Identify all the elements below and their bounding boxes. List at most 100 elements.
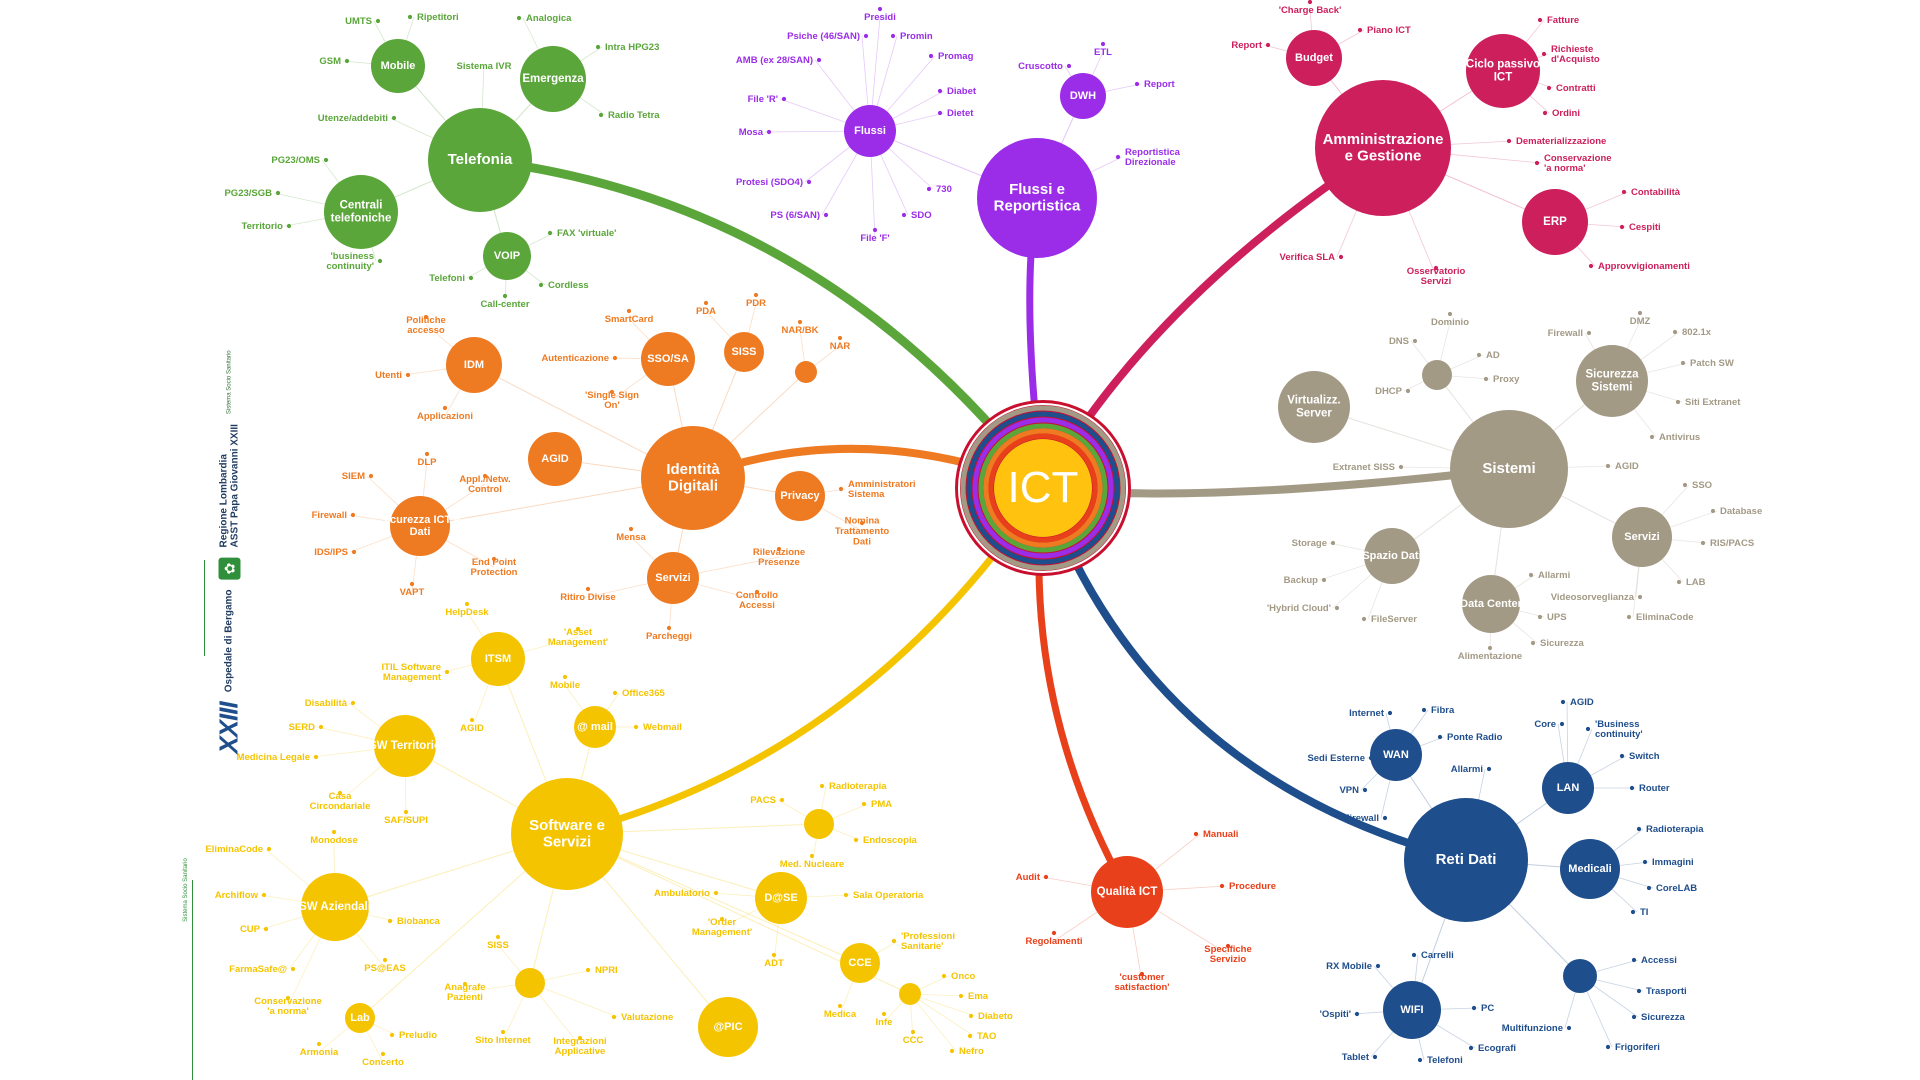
node-flussi-e-reportistica[interactable] xyxy=(977,138,1097,258)
leaf-dot-ripetitori xyxy=(407,14,413,20)
node-d-se[interactable] xyxy=(755,872,807,924)
leaf-ti: TI xyxy=(1640,907,1648,918)
hub-label: ICT xyxy=(1008,463,1079,512)
node-sistemi[interactable] xyxy=(1450,410,1568,528)
node-siss[interactable] xyxy=(724,332,764,372)
leaf-dot-switch xyxy=(1619,753,1625,759)
leaf-dot-cup xyxy=(263,926,269,932)
node-reti-dati[interactable] xyxy=(1404,798,1528,922)
leaf-radio-tetra: Radio Tetra xyxy=(608,110,660,121)
leaf-dot-pg23-sgb xyxy=(275,190,281,196)
node-identita-digitali[interactable] xyxy=(641,426,745,530)
leaf-dot-valutazione xyxy=(611,1014,617,1020)
leaf-firewall: Firewall xyxy=(1344,813,1379,824)
node-amministrazione-e-gestione[interactable] xyxy=(1315,80,1451,216)
node-erp[interactable] xyxy=(1522,189,1588,255)
node-software-e-servizi-sub-4[interactable] xyxy=(804,809,834,839)
leaf-dot-sso xyxy=(1682,482,1688,488)
node-data-center[interactable] xyxy=(1462,575,1520,633)
node-dwh[interactable] xyxy=(1060,73,1106,119)
leaf-sicurezza: Sicurezza xyxy=(1540,638,1585,649)
node-lab[interactable] xyxy=(345,1003,375,1033)
leaf-link-tao xyxy=(909,993,975,1037)
node-budget[interactable] xyxy=(1286,30,1342,86)
node-software-e-servizi-sub-7[interactable] xyxy=(899,983,921,1005)
leaf-charge-back: 'Charge Back' xyxy=(1279,5,1342,16)
leaf-dot-ambulatorio xyxy=(713,890,719,896)
leaf-pg23-sgb: PG23/SGB xyxy=(224,188,272,199)
node-cce[interactable] xyxy=(840,943,880,983)
hospital-logo: XXIII Ospedale di Bergamo ✿ Regione Lomb… xyxy=(184,350,274,753)
node-emergenza[interactable] xyxy=(520,46,586,112)
leaf-dot-anagrafe-pazienti xyxy=(462,981,468,987)
region-name: Regione Lombardia xyxy=(218,454,229,548)
leaf-dot-concerto xyxy=(380,1051,386,1057)
leaf-dot-file-f xyxy=(872,227,878,233)
leaf-core: Core xyxy=(1534,719,1556,730)
node-itsm[interactable] xyxy=(471,632,525,686)
node-sicurezza-ict-e-dati[interactable] xyxy=(390,496,450,556)
leaf-dot-radio-tetra xyxy=(598,112,604,118)
node-mobile[interactable] xyxy=(371,39,425,93)
node-sso-sa[interactable] xyxy=(641,332,695,386)
leaf-pc: PC xyxy=(1481,1003,1494,1014)
node-voip[interactable] xyxy=(483,232,531,280)
node-spazio-dati[interactable] xyxy=(1364,528,1420,584)
leaf-router: Router xyxy=(1639,783,1670,794)
leaf-radioterapia: Radioterapia xyxy=(1646,824,1704,835)
node-sistemi-sub-2[interactable] xyxy=(1422,360,1452,390)
node-pic[interactable] xyxy=(698,997,758,1057)
leaf-dot-intra-hpg23 xyxy=(595,44,601,50)
leaf-dot-single-sign-on xyxy=(609,389,615,395)
leaf-dot-autenticazione xyxy=(612,355,618,361)
node-medicali[interactable] xyxy=(1560,839,1620,899)
node-wifi[interactable] xyxy=(1383,981,1441,1039)
leaf-dot-lab xyxy=(1676,579,1682,585)
node-servizi[interactable] xyxy=(647,552,699,604)
node-virtualizz-server[interactable] xyxy=(1278,371,1350,443)
leaf-dlp: DLP xyxy=(418,457,438,468)
node-label-telefonia: Telefonia xyxy=(448,151,513,168)
leaf-dot-amb-ex-28-san xyxy=(816,57,822,63)
leaf-dot-videosorveglianza xyxy=(1637,594,1643,600)
leaf-dot-immagini xyxy=(1642,859,1648,865)
leaf-manuali: Manuali xyxy=(1203,829,1238,840)
leaf-promin: Promin xyxy=(900,31,933,42)
node-ciclo-passivo-ict[interactable] xyxy=(1466,34,1540,108)
leaf-dot-rilevazione-presenze xyxy=(776,546,782,552)
node-telefonia[interactable] xyxy=(428,108,532,212)
node-sw-territorio[interactable] xyxy=(374,715,436,777)
leaf-ps-6-san: PS (6/SAN) xyxy=(770,210,820,221)
node-centrali-telefoniche[interactable] xyxy=(324,175,398,249)
node-flussi[interactable] xyxy=(844,105,896,157)
leaf-dot-politiche-accesso xyxy=(423,314,429,320)
leaf-autenticazione: Autenticazione xyxy=(541,353,609,364)
leaf-dot-adt xyxy=(771,952,777,958)
node-agid[interactable] xyxy=(528,432,582,486)
leaf-dot-professioni-sanitarie xyxy=(891,938,897,944)
node-privacy[interactable] xyxy=(775,471,825,521)
node-identita-digitali-sub-4[interactable] xyxy=(795,361,817,383)
hub-core[interactable] xyxy=(994,439,1092,537)
hub-ring-4 xyxy=(978,423,1108,553)
node-software-e-servizi[interactable] xyxy=(511,778,623,890)
leaf-dot-diabeto xyxy=(968,1013,974,1019)
node-sw-aziendali[interactable] xyxy=(301,873,369,941)
node-sicurezza-sistemi[interactable] xyxy=(1576,345,1648,417)
leaf-frigoriferi: Frigoriferi xyxy=(1615,1042,1660,1053)
asst-name: ASST Papa Giovanni XXIII xyxy=(229,424,240,548)
node-reti-dati-sub-4[interactable] xyxy=(1563,959,1597,993)
node-wan[interactable] xyxy=(1370,729,1422,781)
hub-ring-3 xyxy=(972,417,1114,559)
leaf-lab: LAB xyxy=(1686,577,1706,588)
node-idm[interactable] xyxy=(446,337,502,393)
node-lan[interactable] xyxy=(1542,762,1594,814)
node-mail[interactable] xyxy=(574,706,616,748)
leaf-disabilita: Disabilità xyxy=(305,698,348,709)
node-qualita-ict[interactable] xyxy=(1091,856,1163,928)
node-servizi[interactable] xyxy=(1612,507,1672,567)
node-software-e-servizi-sub-10[interactable] xyxy=(515,968,545,998)
leaf-dot-alimentazione xyxy=(1487,645,1493,651)
